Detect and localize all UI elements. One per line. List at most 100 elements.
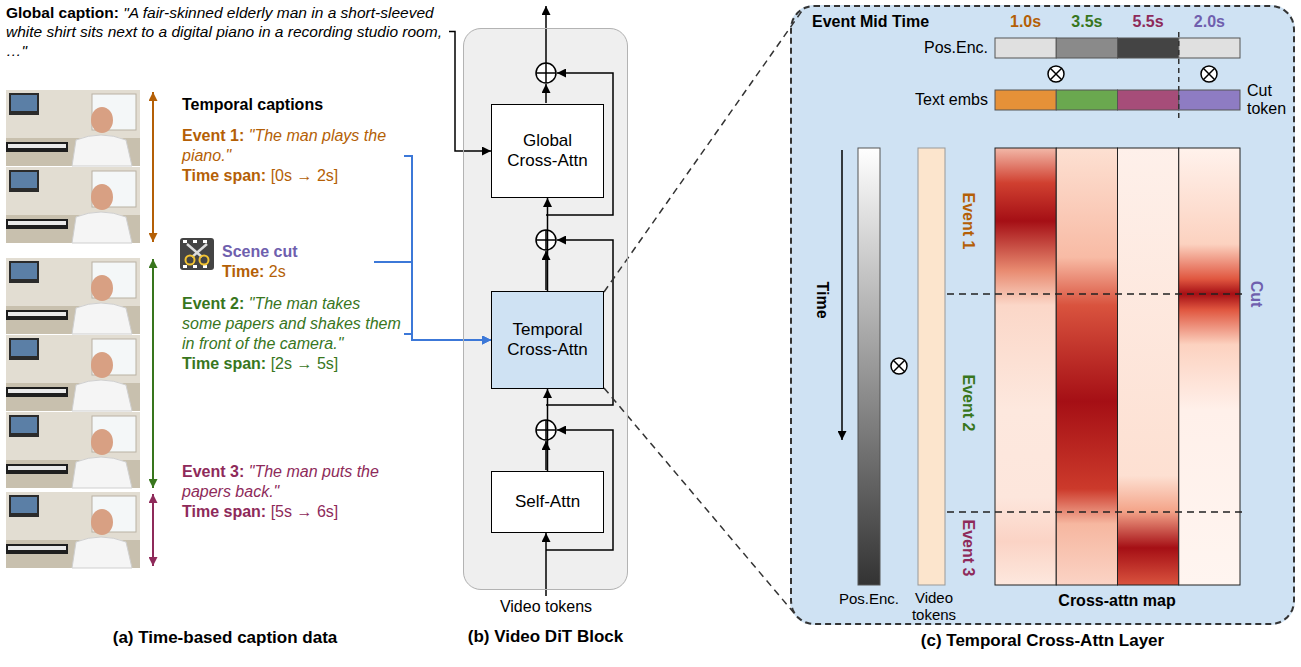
- text-embedding-bar: [995, 90, 1240, 110]
- cross-attn-heatmap: [995, 148, 1240, 585]
- box-label: Temporal Cross-Attn: [496, 320, 599, 361]
- text-label: Cut token: [1247, 82, 1293, 119]
- multiply-symbols-part: [1203, 68, 1214, 79]
- text-label: Pos.Enc.: [924, 39, 988, 57]
- text-line: Time: 2s: [222, 262, 372, 282]
- scissors-icon-part: [193, 265, 197, 268]
- event-pos-enc-bar: [995, 38, 1240, 58]
- event-caption: Event 2:"The man takes some papers and s…: [182, 294, 402, 374]
- video-token-bar: [918, 148, 945, 585]
- time-axis-arrow: [841, 150, 843, 440]
- multiply-symbols-part: [1050, 68, 1061, 79]
- scene-cut-caption: Scene cutTime: 2s: [222, 242, 372, 282]
- dit-residual-wires-part: [545, 84, 547, 103]
- caption-text: Time span:: [182, 503, 266, 520]
- video-frames-part: [6, 167, 140, 243]
- caption-text: Time span:: [182, 167, 266, 184]
- multiply-symbols-part: [891, 358, 907, 374]
- dit-residual-wires-part: [545, 6, 547, 63]
- text-label: 2.0s: [1194, 13, 1225, 31]
- caption-text: [2s → 5s]: [271, 355, 339, 372]
- text-line: Event 3:"The man puts the papers back.": [182, 462, 412, 502]
- connector: [547, 198, 549, 291]
- add-symbols-part: [536, 230, 556, 250]
- cross-attn-heatmap-part: [1118, 148, 1179, 585]
- connector: [404, 334, 491, 340]
- caption-text: Time:: [222, 263, 264, 280]
- time-pos-enc-bar: [858, 148, 880, 585]
- text-embedding-bar-part: [1056, 90, 1117, 110]
- text-line: Scene cut: [222, 242, 372, 262]
- text-line: Time span:[0s → 2s]: [182, 166, 402, 186]
- video-frames-part: [6, 412, 140, 488]
- text-label: Pos.Enc.: [839, 590, 899, 607]
- text-label: Time: [813, 281, 831, 318]
- scissors-icon-part: [186, 256, 195, 265]
- text-embedding-bar-part: [1118, 90, 1179, 110]
- cross-attn-heatmap-part: [995, 148, 1056, 585]
- attention-box: Temporal Cross-Attn: [491, 291, 604, 389]
- caption-text: 2s: [269, 263, 286, 280]
- panel-caption: (c) Temporal Cross-Attn Layer: [921, 631, 1164, 651]
- video-frames-part: [6, 492, 140, 568]
- multiply-symbols-part: [1048, 66, 1064, 82]
- add-symbols-part: [545, 230, 547, 250]
- text-label: 5.5s: [1133, 13, 1164, 31]
- scissors-icon-part: [183, 240, 187, 243]
- cross-attn-heatmap-part: [1056, 148, 1117, 585]
- caption-text: Global caption:: [6, 4, 119, 21]
- text-line: Global caption:"A fair-skinned elderly m…: [6, 3, 446, 60]
- scissors-icon-part: [200, 256, 209, 265]
- text-embedding-bar-part: [995, 90, 1056, 110]
- connector: [547, 389, 549, 471]
- multiply-symbols-part: [893, 360, 904, 371]
- text-line: Time span: [5s → 6s]: [182, 502, 412, 522]
- add-symbols-part: [536, 420, 556, 440]
- panel-caption: (b) Video DiT Block: [468, 627, 624, 647]
- layer-panel-fill: [790, 5, 1295, 625]
- scissors-icon-part: [180, 238, 214, 270]
- dit-residual-wires-part: [545, 441, 547, 470]
- add-symbols-part: [536, 63, 556, 83]
- text-label: Text embs: [915, 91, 988, 109]
- attention-box: Self-Attn: [491, 471, 604, 533]
- event-span-arrows: [152, 92, 154, 566]
- video-frames-part: [6, 335, 140, 411]
- scissors-icon-part: [193, 240, 197, 243]
- text-label: Event 3: [959, 520, 977, 577]
- multiply-symbols-part: [1050, 68, 1061, 79]
- box-label: Self-Attn: [515, 492, 580, 512]
- event-pos-enc-bar-part: [1179, 38, 1240, 58]
- event-pos-enc-bar-part: [995, 38, 1056, 58]
- video-frames-part: [6, 258, 140, 334]
- event-span-arrows-part: [152, 259, 154, 488]
- add-symbols-part: [545, 420, 547, 440]
- multiply-symbols-part: [1201, 66, 1217, 82]
- connector: [449, 32, 491, 152]
- caption-text: Event 3:: [182, 463, 244, 480]
- video-frames-part: [6, 90, 140, 166]
- dit-block-fill: [463, 28, 628, 590]
- text-label: Video tokens: [904, 589, 964, 624]
- text-line: Time span:[2s → 5s]: [182, 354, 402, 374]
- text-label: Video tokens: [500, 598, 592, 616]
- text-label: (a) Time-based caption data: [113, 628, 338, 648]
- text-label: Event Mid Time: [812, 13, 929, 31]
- video-frames: [6, 90, 140, 568]
- text-label: Event 2: [959, 375, 977, 432]
- connector: [404, 156, 491, 340]
- event-span-arrows-part: [152, 494, 154, 566]
- event-pos-enc-bar-part: [1056, 38, 1117, 58]
- text-label: Cut: [1247, 281, 1265, 308]
- layer-panel: (c) Temporal Cross-Attn Layer: [790, 5, 1295, 625]
- multiply-symbols-part: [893, 360, 904, 371]
- text-label: 3.5s: [1071, 13, 1102, 31]
- dit-residual-wires-part: [545, 533, 547, 596]
- caption-text: [5s → 6s]: [271, 503, 339, 520]
- event-boundaries-part: [947, 511, 1244, 513]
- connector: [604, 8, 804, 292]
- text-label: Temporal captions: [182, 96, 323, 114]
- multiply-symbols-part: [1203, 68, 1214, 79]
- connector: [604, 388, 794, 613]
